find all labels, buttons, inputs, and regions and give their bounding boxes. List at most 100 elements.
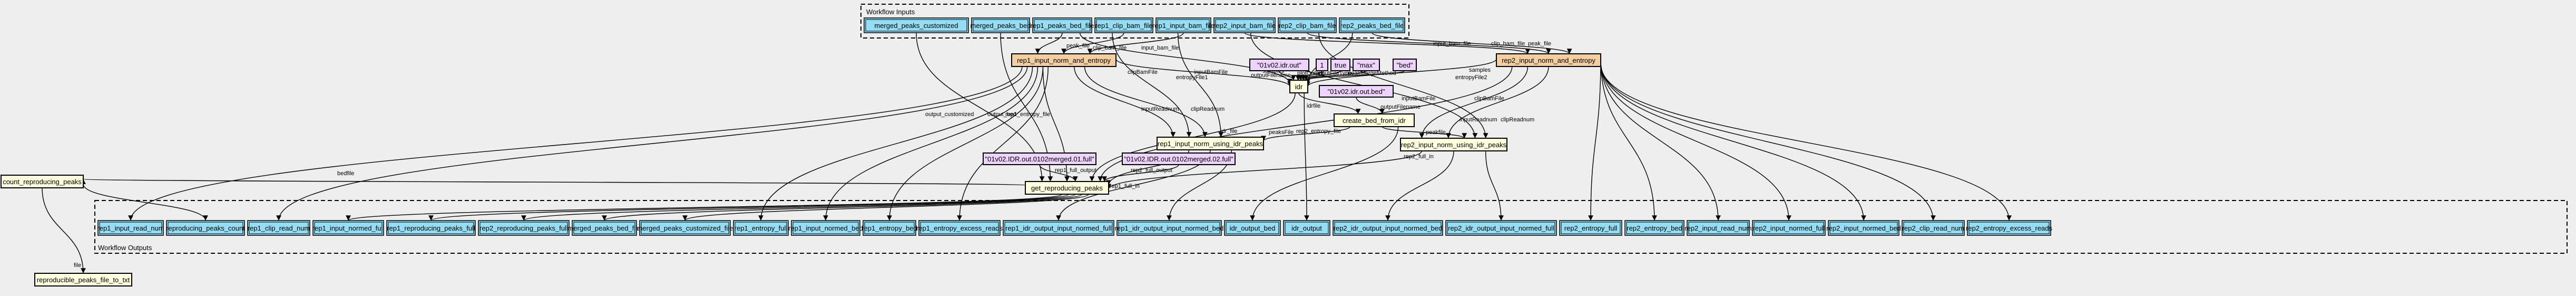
const-max[interactable]: "max"	[1353, 59, 1380, 71]
workflow-inputs-label: Workflow Inputs	[866, 8, 915, 16]
input-rep2-peaks-bed-file-label: rep2_peaks_bed_file	[1340, 22, 1404, 30]
edge-label: clipReadnum	[1501, 117, 1534, 123]
step-rep1-input-norm-using-idr-peaks[interactable]: rep1_input_norm_using_idr_peaks	[1157, 137, 1264, 150]
edge-28	[1074, 66, 1176, 138]
output-rep1-reproducing-peaks-full[interactable]: rep1_reproducing_peaks_full	[386, 220, 476, 236]
output-rep1-entropy-excess-reads-label: rep1_entropy_excess_reads	[916, 224, 1003, 232]
output-rep2-entropy-full[interactable]: rep2_entropy_full	[1559, 220, 1622, 236]
output-rep1-input-normed-bed[interactable]: rep1_input_normed_bed	[788, 220, 863, 236]
const-idr-out-bed[interactable]: "01v02.idr.out.bed"	[1319, 85, 1394, 98]
step-rep2-input-norm-using-idr-peaks[interactable]: rep2_input_norm_using_idr_peaks	[1400, 138, 1507, 151]
const-idr-out[interactable]: "01v02.idr.out"	[1249, 59, 1309, 71]
output-reproducing-peaks-count[interactable]: reproducing_peaks_count	[166, 220, 245, 236]
output-rep1-idr-output-input-normed-bed[interactable]: rep1_idr_output_input_normed_bed	[1115, 220, 1224, 236]
output-rep2-reproducing-peaks-full[interactable]: rep2_reproducing_peaks_full	[478, 220, 570, 236]
input-merged-peaks-customized[interactable]: merged_peaks_customized	[864, 17, 969, 33]
input-rep1-peaks-bed-file-label: rep1_peaks_bed_file	[1031, 22, 1094, 30]
output-rep2-input-normed-full[interactable]: rep2_input_normed_full	[1752, 220, 1826, 236]
output-rep1-entropy-excess-reads[interactable]: rep1_entropy_excess_reads	[916, 220, 1003, 236]
output-merged-peaks-customized-file[interactable]: merged_peaks_customized_file	[637, 220, 733, 236]
output-idr-output-bed-label: idr_output_bed	[1230, 224, 1276, 232]
const-idr-full-02[interactable]: "01v02.IDR.out.0102merged.02.full"	[1122, 152, 1236, 165]
output-idr-output[interactable]: idr_output	[1283, 220, 1330, 236]
output-rep1-input-normed-bed-label: rep1_input_normed_bed	[788, 224, 863, 232]
workflow-outputs-label: Workflow Outputs	[98, 244, 152, 252]
edge-56	[1588, 58, 1601, 221]
output-rep2-input-read-num[interactable]: rep2_input_read_num	[1684, 220, 1752, 236]
step-idr[interactable]: idr	[1289, 80, 1308, 93]
edge-26	[1115, 59, 1292, 87]
edge-43	[521, 194, 1076, 221]
edge-label: clip_bam_file	[1093, 45, 1127, 51]
output-rep1-idr-output-input-normed-full[interactable]: rep1_idr_output_input_normed_full	[1003, 220, 1114, 236]
step-rep1-input-norm-using-idr-peaks-label: rep1_input_norm_using_idr_peaks	[1158, 140, 1263, 148]
edge-label: rep1_entropy_file	[1005, 111, 1050, 118]
output-rep1-clip-read-num[interactable]: rep1_clip_read_num	[247, 220, 310, 236]
output-rep2-input-normed-bed[interactable]: rep2_input_normed_bed	[1826, 220, 1901, 236]
output-merged-peaks-bed-file[interactable]: merged_peaks_bed_file	[568, 220, 641, 236]
const-one[interactable]: 1	[1316, 59, 1328, 71]
input-merged-peaks-bed[interactable]: merged_peaks_bed	[971, 17, 1031, 33]
edge-62	[1600, 63, 2012, 221]
edge-27	[1305, 59, 1497, 87]
output-rep2-clip-read-num[interactable]: rep2_clip_read_num	[1902, 220, 1965, 236]
input-rep2-clip-bam-file-label: rep2_clip_bam_file	[1278, 22, 1336, 30]
output-rep2-entropy-excess-reads[interactable]: rep2_entropy_excess_reads	[1966, 220, 2053, 236]
step-create-bed-from-idr[interactable]: create_bed_from_idr	[1334, 113, 1415, 127]
edge-38	[82, 178, 1026, 186]
edge-label: rep2_entropy_file	[1296, 128, 1341, 135]
output-rep1-entropy-full[interactable]: rep1_entropy_full	[733, 220, 789, 236]
const-true[interactable]: true	[1330, 59, 1350, 71]
edge-label: input_bam_file	[1141, 45, 1179, 51]
step-rep2-input-norm-and-entropy[interactable]: rep2_input_norm_and_entropy	[1496, 53, 1601, 67]
output-rep1-input-normed-full[interactable]: rep1_input_normed_full	[312, 220, 385, 236]
edge-5	[1372, 32, 1572, 54]
input-rep2-peaks-bed-file[interactable]: rep2_peaks_bed_file	[1339, 17, 1405, 33]
edge-40	[83, 184, 208, 221]
edge-8	[1112, 32, 1192, 138]
edge-label: entropyFile2	[1455, 74, 1487, 81]
edge-44	[602, 194, 1083, 221]
edge-label: bedfile	[337, 170, 354, 177]
output-rep1-input-normed-full-label: rep1_input_normed_full	[312, 224, 385, 232]
output-rep2-entropy-bed[interactable]: rep2_entropy_bed	[1624, 220, 1684, 236]
edge-label: file	[74, 262, 81, 269]
edge-9	[1177, 32, 1224, 138]
step-rep2-input-norm-and-entropy-label: rep2_input_norm_and_entropy	[1502, 56, 1595, 64]
edge-label: inputReadnum	[1460, 117, 1497, 123]
edge-label: outputFilename	[1251, 72, 1291, 79]
output-rep1-input-read-num[interactable]: rep1_input_read_num	[97, 220, 164, 236]
input-rep1-input-bam-file[interactable]: rep1_input_bam_file	[1152, 17, 1214, 33]
output-rep2-reproducing-peaks-full-label: rep2_reproducing_peaks_full	[479, 224, 568, 232]
step-count-reproducing-peaks[interactable]: count_reproducing_peaks	[1, 175, 84, 188]
step-rep1-input-norm-and-entropy[interactable]: rep1_input_norm_and_entropy	[1011, 53, 1116, 67]
input-rep2-clip-bam-file[interactable]: rep2_clip_bam_file	[1278, 17, 1337, 33]
input-rep1-peaks-bed-file[interactable]: rep1_peaks_bed_file	[1031, 17, 1094, 33]
step-idr-label: idr	[1295, 83, 1303, 91]
input-rep2-input-bam-file[interactable]: rep2_input_bam_file	[1213, 17, 1276, 33]
output-rep2-clip-read-num-label: rep2_clip_read_num	[1902, 224, 1965, 232]
edge-label: rep2_full_output	[1131, 167, 1172, 174]
edge-label: peakfile	[1426, 129, 1446, 136]
edge-0	[1035, 32, 1063, 54]
const-bed-label: "bed"	[1397, 61, 1413, 69]
step-get-reproducing-peaks[interactable]: get_reproducing_peaks	[1025, 181, 1109, 195]
input-rep1-clip-bam-file[interactable]: rep1_clip_bam_file	[1094, 17, 1153, 33]
output-idr-output-bed[interactable]: idr_output_bed	[1224, 220, 1281, 236]
output-idr-output-label: idr_output	[1291, 224, 1322, 232]
step-reproducible-peaks-file-to-txt[interactable]: reproducible_peaks_file_to_txt	[34, 273, 132, 287]
output-rep2-idr-output-input-normed-full[interactable]: rep2_idr_output_input_normed_full	[1445, 220, 1557, 236]
const-idr-out-label: "01v02.idr.out"	[1257, 61, 1301, 69]
output-rep1-entropy-bed[interactable]: rep1_entropy_bed	[861, 220, 917, 236]
edge-label: inputBamFile	[1402, 96, 1435, 102]
input-rep2-input-bam-file-label: rep2_input_bam_file	[1213, 22, 1276, 30]
edge-51	[957, 66, 1049, 221]
output-rep1-idr-output-input-normed-full-label: rep1_idr_output_input_normed_full	[1005, 224, 1112, 232]
output-rep2-idr-output-input-normed-bed[interactable]: rep2_idr_output_input_normed_bed	[1333, 220, 1443, 236]
step-create-bed-from-idr-label: create_bed_from_idr	[1343, 117, 1406, 125]
edge-label: output_bed	[987, 111, 1016, 118]
const-bed[interactable]: "bed"	[1393, 59, 1417, 71]
const-idr-full-01[interactable]: "01v02.IDR.out.0102merged.01.full"	[983, 152, 1096, 165]
edge-41	[346, 194, 1063, 221]
